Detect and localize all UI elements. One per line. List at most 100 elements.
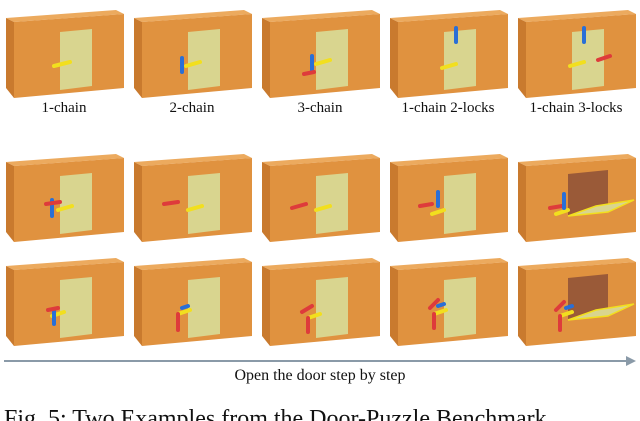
lock-bar <box>568 60 586 68</box>
box-side <box>134 18 142 98</box>
lock-bar <box>176 308 192 316</box>
door-open-panel <box>567 303 635 321</box>
door-panel <box>316 277 348 338</box>
box-top <box>6 258 124 270</box>
box-illustration <box>6 154 124 242</box>
box-top <box>134 258 252 270</box>
lock-bar <box>432 308 448 316</box>
box-illustration <box>390 154 508 242</box>
label-1-chain: 1-chain <box>41 100 87 116</box>
door-opening <box>568 274 608 320</box>
lock-bar <box>596 54 612 62</box>
box-top <box>6 10 124 22</box>
box-top <box>262 10 380 22</box>
lock-bar <box>558 310 574 318</box>
lock-bar <box>548 204 564 210</box>
box-top <box>262 154 380 166</box>
door-panel <box>188 29 220 90</box>
box-illustration <box>6 10 124 98</box>
step-b-4 <box>386 252 510 348</box>
box-1-chain <box>2 4 126 100</box>
box-top <box>390 154 508 166</box>
box-side <box>262 162 270 242</box>
door-panel <box>60 173 92 234</box>
box-side <box>518 18 526 98</box>
lock-bar <box>314 204 332 212</box>
box-side <box>6 162 14 242</box>
label-1-chain-2-locks: 1-chain 2-locks <box>401 100 495 116</box>
box-3-chain <box>258 4 382 100</box>
box-top <box>390 258 508 270</box>
lock-bar <box>290 202 308 210</box>
lock-bar <box>428 298 440 310</box>
box-side <box>262 266 270 346</box>
box-side <box>262 18 270 98</box>
box-2-chain <box>130 4 254 100</box>
lock-bar <box>306 312 322 320</box>
box-top <box>518 154 636 166</box>
door-panel <box>444 173 476 234</box>
progress-arrow <box>4 356 636 366</box>
door-panel <box>188 277 220 338</box>
box-side <box>134 266 142 346</box>
door-opening <box>568 170 608 216</box>
door-panel <box>316 173 348 234</box>
step-b-5 <box>514 252 638 348</box>
box-illustration <box>518 10 636 98</box>
box-top <box>262 258 380 270</box>
box-side <box>390 18 398 98</box>
lock-bar <box>52 60 72 68</box>
lock-bar <box>184 60 202 68</box>
lock-bar <box>44 200 62 206</box>
door-panel <box>60 277 92 338</box>
box-illustration <box>518 258 636 346</box>
box-illustration <box>134 10 252 98</box>
lock-bar <box>436 302 446 308</box>
lock-bar <box>430 208 446 216</box>
arrow-caption: Open the door step by step <box>234 367 406 384</box>
step-b-2 <box>130 252 254 348</box>
lock-bar <box>162 200 180 206</box>
box-side <box>134 162 142 242</box>
lock-bar <box>302 70 316 76</box>
box-illustration <box>262 258 380 346</box>
step-a-2 <box>130 148 254 244</box>
door-panel <box>444 29 476 90</box>
box-illustration <box>390 10 508 98</box>
box-illustration <box>518 154 636 242</box>
step-a-5 <box>514 148 638 244</box>
step-b-1 <box>2 252 126 348</box>
box-illustration <box>134 258 252 346</box>
box-illustration <box>262 10 380 98</box>
box-top <box>518 10 636 22</box>
box-illustration <box>390 258 508 346</box>
label-1-chain-3-locks: 1-chain 3-locks <box>529 100 623 116</box>
step-a-3 <box>258 148 382 244</box>
step-a-1 <box>2 148 126 244</box>
box-1-chain-3-locks <box>514 4 638 100</box>
box-side <box>518 162 526 242</box>
box-side <box>6 266 14 346</box>
lock-bar <box>180 304 190 310</box>
box-1-chain-2-locks <box>386 4 510 100</box>
lock-bar <box>186 204 204 212</box>
door-panel <box>188 173 220 234</box>
box-illustration <box>262 154 380 242</box>
step-a-4 <box>386 148 510 244</box>
lock-bar <box>554 208 570 216</box>
lock-bar <box>440 62 458 70</box>
box-top <box>134 10 252 22</box>
step-b-3 <box>258 252 382 348</box>
door-panel <box>60 29 92 90</box>
label-3-chain: 3-chain <box>297 100 343 116</box>
box-top <box>6 154 124 166</box>
lock-bar <box>564 304 574 310</box>
box-side <box>390 266 398 346</box>
box-side <box>6 18 14 98</box>
lock-bar <box>46 306 60 312</box>
box-top <box>134 154 252 166</box>
box-top <box>390 10 508 22</box>
lock-bar <box>314 58 332 66</box>
figure-caption: Fig. 5: Two Examples from the Door-Puzzl… <box>4 406 547 421</box>
box-illustration <box>134 154 252 242</box>
